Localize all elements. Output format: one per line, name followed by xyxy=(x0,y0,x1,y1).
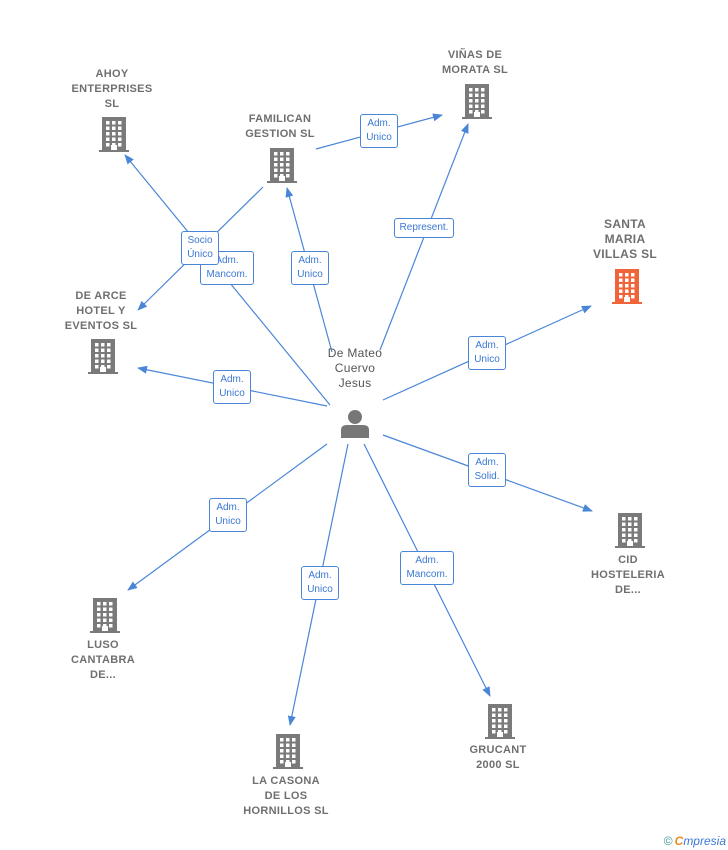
company-ahoy-name[interactable]: AHOY ENTERPRISES SL xyxy=(71,67,153,110)
edge-label-dearce[interactable]: Adm. Unico xyxy=(213,370,251,404)
company-vinas-name[interactable]: VIÑAS DE MORATA SL xyxy=(441,49,509,76)
company-cid-icon[interactable] xyxy=(615,513,645,548)
edge-label-cid[interactable]: Adm. Solid. xyxy=(468,453,506,487)
company-grucant-name[interactable]: GRUCANT 2000 SL xyxy=(469,744,527,771)
company-luso-name[interactable]: LUSO CANTABRA DE... xyxy=(71,638,135,681)
company-ahoy-icon[interactable] xyxy=(99,117,129,152)
edge-label-dearce[interactable]: Socio Único xyxy=(181,231,219,265)
edge-label-vinas[interactable]: Adm. Unico xyxy=(360,114,398,148)
company-casona-icon[interactable] xyxy=(273,734,303,769)
edge-label-ahoy[interactable]: Adm. Mancom. xyxy=(200,251,254,285)
company-dearce-icon[interactable] xyxy=(88,339,118,374)
edge-label-familican[interactable]: Adm. Unico xyxy=(291,251,329,285)
company-vinas-icon[interactable] xyxy=(462,84,492,119)
company-luso-icon[interactable] xyxy=(90,598,120,633)
company-cid-name[interactable]: CID HOSTELERIA DE... xyxy=(591,553,665,596)
person-icon[interactable] xyxy=(341,410,369,438)
company-santa-icon[interactable] xyxy=(612,269,642,304)
company-familican-name[interactable]: FAMILICAN GESTION SL xyxy=(245,113,315,140)
company-dearce-name[interactable]: DE ARCE HOTEL Y EVENTOS SL xyxy=(64,289,138,332)
person-name: De Mateo Cuervo Jesus xyxy=(327,345,383,390)
company-casona-name[interactable]: LA CASONA DE LOS HORNILLOS SL xyxy=(243,774,329,817)
footer-brand[interactable]: ©Cmpresia xyxy=(664,834,726,848)
brand-name: mpresia xyxy=(683,834,726,848)
edge-label-casona[interactable]: Adm. Unico xyxy=(301,566,339,600)
edge-label-santa[interactable]: Adm. Unico xyxy=(468,336,506,370)
company-santa-name[interactable]: SANTA MARIA VILLAS SL xyxy=(592,216,658,261)
company-familican-icon[interactable] xyxy=(267,148,297,183)
copyright-symbol: © xyxy=(663,834,673,848)
edge-label-vinas[interactable]: Represent. xyxy=(393,218,455,238)
company-grucant-icon[interactable] xyxy=(485,704,515,739)
edge-label-luso[interactable]: Adm. Unico xyxy=(209,498,247,532)
brand-initial: C xyxy=(674,834,684,848)
edge-label-grucant[interactable]: Adm. Mancom. xyxy=(400,551,454,585)
